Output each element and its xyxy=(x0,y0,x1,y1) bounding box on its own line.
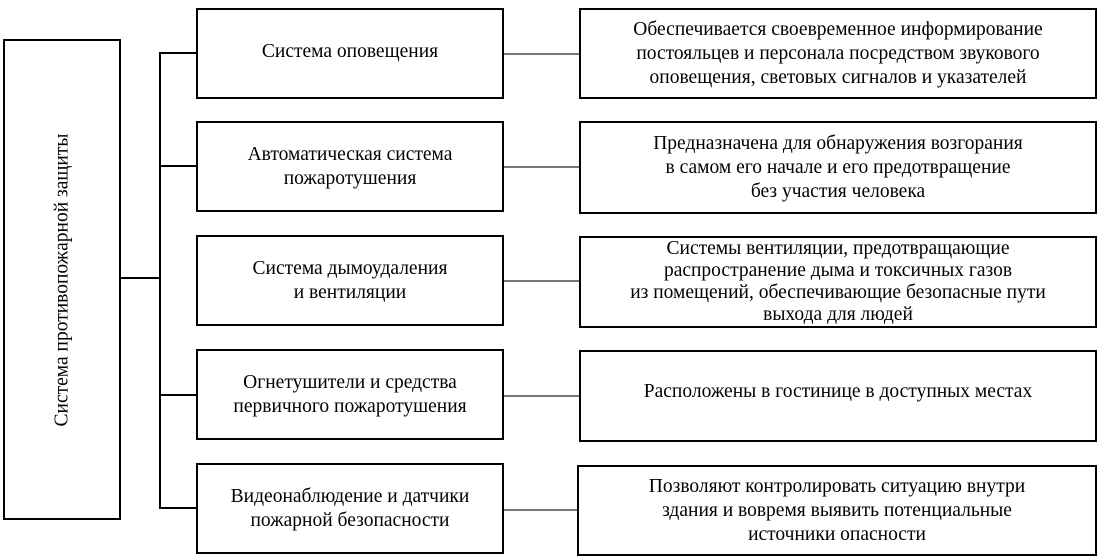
description-box: Предназначена для обнаружения возгорания… xyxy=(579,121,1097,214)
system-label: Система оповещения xyxy=(261,41,439,62)
system-box-notification: Система оповещения xyxy=(196,8,504,99)
system-box-smoke-removal: Система дымоудаления и вентиляции xyxy=(196,235,504,326)
description-box: Обеспечивается своевременное информирова… xyxy=(579,8,1097,99)
system-label: Огнетушители и средства первичного пожар… xyxy=(233,371,467,417)
description-connector xyxy=(504,53,579,55)
system-label: Автоматическая система пожаротушения xyxy=(247,143,453,189)
branch-line xyxy=(160,52,196,54)
system-box-extinguishers: Огнетушители и средства первичного пожар… xyxy=(196,349,504,440)
branch-line xyxy=(160,507,196,509)
description-box: Системы вентиляции, предотвращающие расп… xyxy=(579,236,1097,328)
system-label: Видеонаблюдение и датчики пожарной безоп… xyxy=(230,485,470,531)
branch-line xyxy=(160,394,196,396)
description-connector xyxy=(504,509,579,511)
description-text: Обеспечивается своевременное информирова… xyxy=(633,18,1043,88)
root-label: Система противопожарной защиты xyxy=(51,133,73,426)
description-connector xyxy=(504,166,579,168)
description-text: Расположены в гостинице в доступных мест… xyxy=(643,381,1033,402)
trunk-line xyxy=(159,52,161,509)
branch-line xyxy=(160,165,196,167)
description-connector xyxy=(504,395,579,397)
description-text: Системы вентиляции, предотвращающие расп… xyxy=(630,238,1046,325)
description-text: Позволяют контролировать ситуацию внутри… xyxy=(648,475,1026,545)
description-connector xyxy=(504,280,579,282)
system-label: Система дымоудаления и вентиляции xyxy=(252,257,448,303)
description-text: Предназначена для обнаружения возгорания… xyxy=(653,132,1023,202)
root-connector xyxy=(121,277,161,279)
system-box-video-sensors: Видеонаблюдение и датчики пожарной безоп… xyxy=(196,463,504,554)
system-box-auto-extinguishing: Автоматическая система пожаротушения xyxy=(196,121,504,212)
description-box: Позволяют контролировать ситуацию внутри… xyxy=(577,465,1097,556)
description-box: Расположены в гостинице в доступных мест… xyxy=(579,350,1097,442)
root-box: Система противопожарной защиты xyxy=(3,39,121,520)
